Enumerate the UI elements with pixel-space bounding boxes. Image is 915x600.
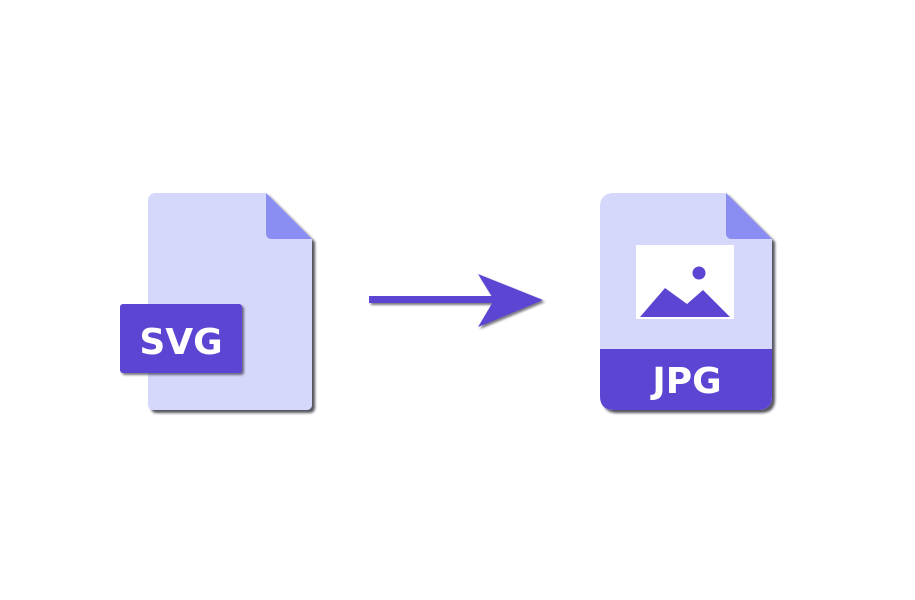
source-format-badge: SVG xyxy=(120,304,242,373)
target-fold-corner xyxy=(726,193,772,239)
arrow-right-icon xyxy=(369,274,543,327)
target-format-label: JPG xyxy=(649,361,721,402)
target-label-band xyxy=(600,349,772,410)
source-format-label: SVG xyxy=(139,322,222,363)
source-fold-corner xyxy=(266,193,312,239)
picture-icon xyxy=(636,245,734,319)
target-file-icon: JPG xyxy=(600,193,772,410)
source-file-icon: SVG xyxy=(120,193,312,410)
